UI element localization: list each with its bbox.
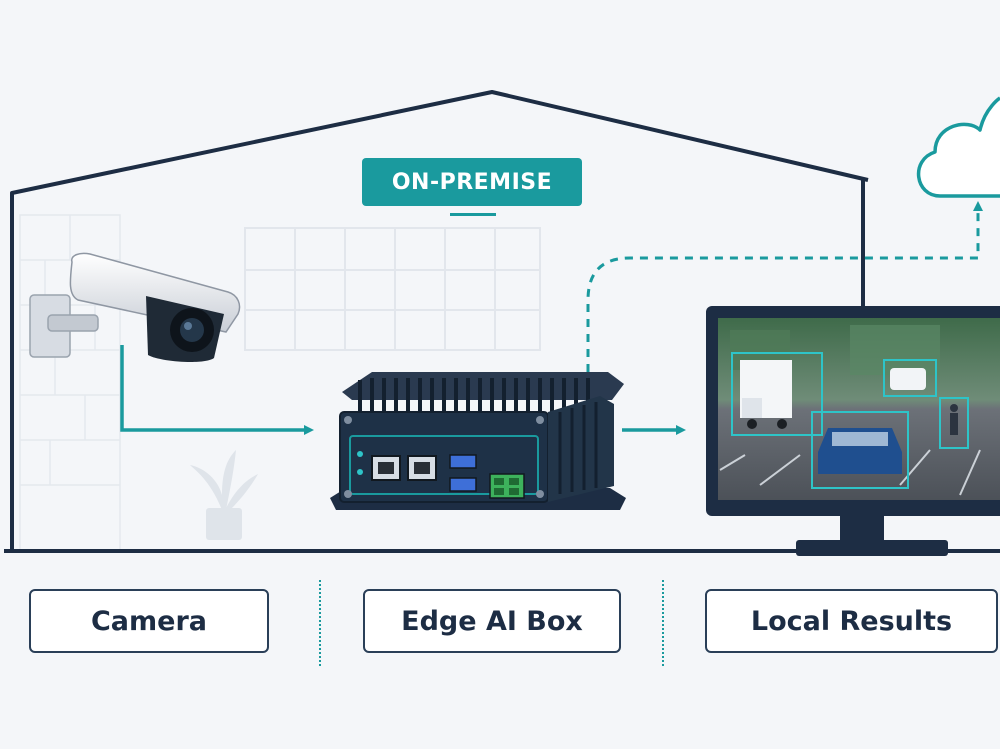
cloud-uplink-arrow [586,201,983,372]
camera-label: Camera [29,589,269,653]
monitor-icon [706,306,1000,556]
security-camera-icon [29,252,241,362]
car-detection [811,411,909,489]
plant-icon [190,450,258,540]
on-premise-badge: ON-PREMISE [362,158,582,206]
local-results-label: Local Results [705,589,998,653]
edge-ai-box-label: Edge AI Box [363,589,621,653]
badge-underline [450,213,496,216]
cloud-icon [917,96,1000,198]
parked-car-detection [883,359,937,397]
camera-to-box-arrow [120,345,314,435]
background-window [244,227,541,351]
label-divider [319,580,321,666]
label-divider [662,580,664,666]
edge-ai-box-icon [330,372,626,510]
person-detection [939,397,969,449]
truck-detection [731,352,823,436]
